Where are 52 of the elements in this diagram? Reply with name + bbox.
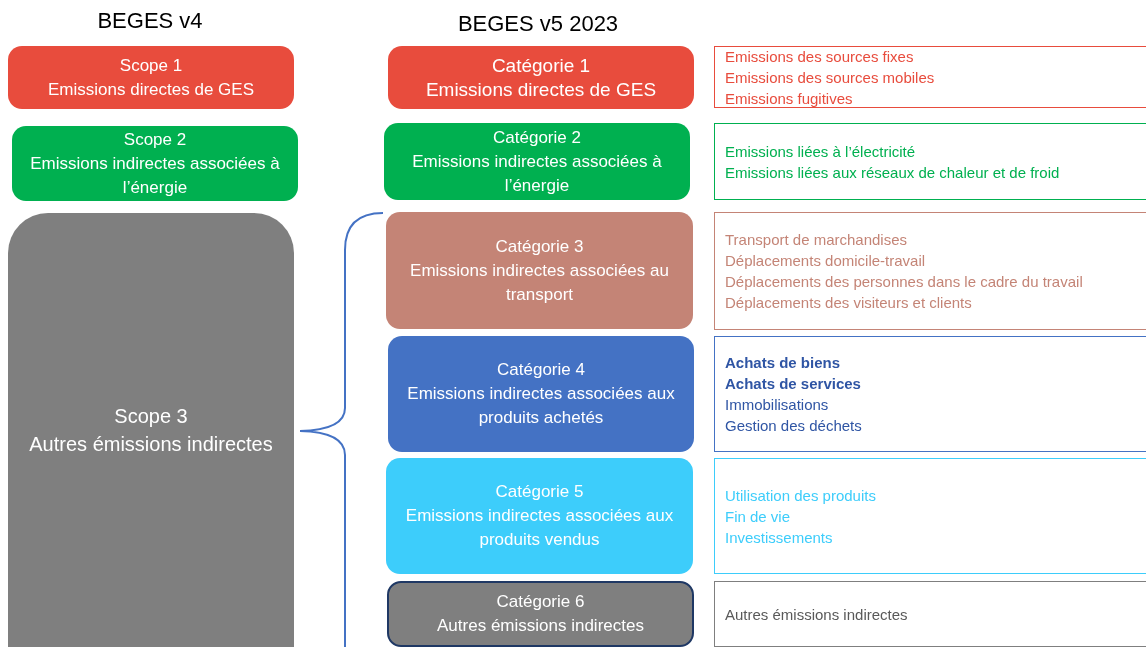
box-description: Emissions indirectes associées au transport	[409, 259, 670, 306]
emission-item: Emissions liées aux réseaux de chaleur et de froid	[725, 162, 1060, 183]
box-description: Autres émissions indirectes	[29, 432, 273, 457]
box-title: Catégorie 5	[495, 481, 584, 503]
emission-item: Emissions fugitives	[725, 88, 853, 109]
emission-list-box	[714, 123, 1146, 200]
emission-item: Gestion des déchets	[725, 416, 862, 436]
box-title: Catégorie 6	[496, 591, 585, 613]
scope-box	[8, 213, 294, 647]
emission-list-box	[714, 336, 1146, 452]
column-heading: BEGES v5 2023	[457, 11, 619, 37]
category-box	[386, 212, 693, 329]
emission-item: Autres émissions indirectes	[725, 604, 908, 625]
scope-box	[12, 126, 298, 201]
box-title: Catégorie 1	[491, 53, 591, 78]
category-box	[384, 123, 690, 200]
category-box	[386, 458, 693, 574]
emission-item: Utilisation des produits	[725, 485, 876, 506]
box-description: Emissions directes de GES	[48, 78, 254, 101]
emission-item: Déplacements des personnes dans le cadre du travail	[725, 272, 1083, 292]
box-description: Emissions indirectes associées aux produits vendus	[404, 505, 675, 551]
emission-item: Emissions des sources mobiles	[725, 67, 935, 88]
category-box	[387, 581, 694, 647]
emission-item: Déplacements des visiteurs et clients	[725, 293, 972, 313]
emission-item: Emissions des sources fixes	[725, 46, 914, 67]
emission-item: Transport de marchandises	[725, 230, 908, 250]
box-title: Catégorie 4	[497, 359, 585, 381]
emission-item: Achats de biens	[725, 353, 841, 373]
box-description: Autres émissions indirectes	[437, 615, 644, 637]
emission-item: Fin de vie	[725, 506, 791, 527]
emission-item: Immobilisations	[725, 395, 829, 415]
emission-list-box	[714, 581, 1146, 647]
box-description: Emissions indirectes associées à l’énergie	[29, 152, 281, 199]
box-title: Catégorie 3	[495, 235, 584, 258]
emission-item: Achats de services	[725, 374, 861, 394]
category-box	[388, 46, 694, 109]
scope-box	[8, 46, 294, 109]
box-title: Scope 3	[114, 404, 188, 429]
box-title: Scope 2	[123, 128, 187, 151]
emission-item: Investissements	[725, 527, 833, 548]
box-description: Emissions directes de GES	[425, 77, 657, 102]
emission-list-box	[714, 212, 1146, 330]
category-box	[388, 336, 694, 452]
box-title: Catégorie 2	[493, 126, 581, 149]
emission-item: Emissions liées à l’électricité	[725, 141, 916, 162]
box-description: Emissions indirectes associées aux produits achetés	[406, 383, 676, 429]
box-description: Emissions indirectes associées à l’énergie	[411, 150, 663, 197]
column-heading: BEGES v4	[97, 8, 203, 34]
box-title: Scope 1	[119, 54, 183, 77]
emission-list-box	[714, 458, 1146, 574]
emission-item: Déplacements domicile-travail	[725, 251, 926, 271]
emission-list-box	[714, 46, 1146, 108]
